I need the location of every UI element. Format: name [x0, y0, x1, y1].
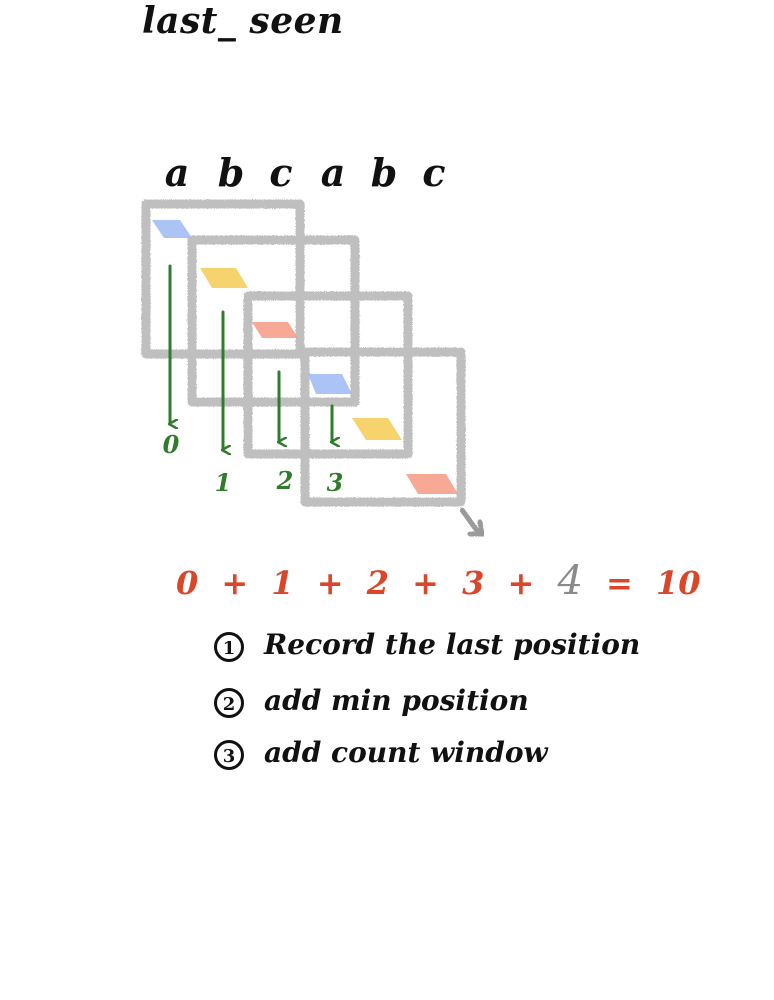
step-text-3: add count window	[264, 736, 548, 769]
char-c-1: c	[269, 150, 293, 195]
equation-plus: +	[412, 564, 439, 602]
marker-a-2	[308, 374, 352, 394]
equation-plus: +	[221, 564, 249, 602]
equation-last-term: 4	[557, 558, 583, 604]
marker-b-2	[352, 418, 402, 440]
diagram-title: last_ seen	[142, 0, 344, 42]
end-arrow-icon	[459, 507, 485, 537]
step-text-1: Record the last position	[264, 628, 641, 661]
char-a-2: a	[320, 150, 346, 195]
window-index-2: 2	[276, 466, 294, 495]
equation-term: 0	[176, 564, 199, 602]
window-4	[300, 347, 466, 507]
window-index-0: 0	[162, 430, 180, 459]
window-2	[187, 235, 360, 407]
char-a-1: a	[164, 150, 190, 195]
marker-b-1	[200, 268, 248, 288]
step-text-2: add min position	[264, 684, 529, 717]
equation-term: 1	[271, 564, 294, 602]
step-3: 3 add count window	[214, 736, 548, 770]
equation-result: 10	[655, 564, 701, 602]
step-number-1: 1	[214, 631, 244, 662]
equation-plus: +	[507, 564, 535, 602]
window-3	[243, 291, 413, 459]
sum-equation: 0 + 1 + 2 + 3 + 4 = 10	[176, 558, 701, 604]
step-1: 1 Record the last position	[214, 628, 640, 662]
step-2: 2 add min position	[214, 684, 529, 718]
char-b-2: b	[370, 150, 398, 195]
equation-term: 3	[462, 564, 485, 602]
marker-c-2	[406, 474, 458, 494]
marker-c-1	[252, 322, 298, 338]
char-c-2: c	[422, 150, 446, 195]
char-b-1: b	[217, 150, 245, 195]
step-number-2: 2	[214, 687, 244, 718]
equation-plus: +	[316, 564, 344, 602]
step-number-3: 3	[214, 739, 244, 770]
window-index-3: 3	[326, 468, 344, 497]
window-index-1: 1	[214, 468, 232, 497]
marker-a-1	[152, 220, 192, 238]
equation-term: 2	[366, 564, 389, 602]
equation-equals: =	[606, 564, 633, 602]
